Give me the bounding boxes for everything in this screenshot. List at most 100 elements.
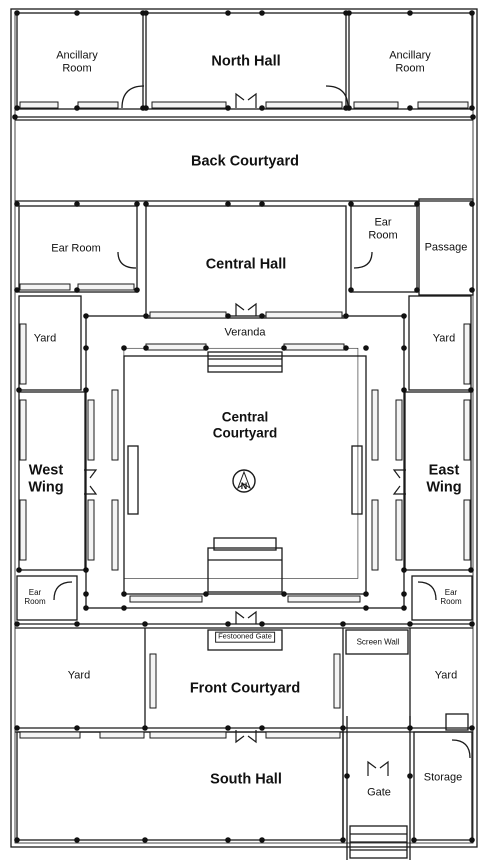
label-yard-left: Yard [33,332,57,345]
label-yard-front-right: Yard [434,669,458,682]
column-dot [121,345,127,351]
wall-seg [371,389,379,461]
wall-seg [287,595,361,603]
column-dot [407,621,413,627]
wall-seg [19,323,27,385]
column-dot [134,201,140,207]
column-dot [225,725,231,731]
column-dot [363,605,369,611]
door-south-hall [235,730,257,744]
column-dot [14,105,20,111]
column-dot [343,345,349,351]
column-dot [142,837,148,843]
wall-seg [395,499,403,561]
door-arc-ear-right [353,251,373,269]
wall-seg [145,343,207,351]
column-dot [225,621,231,627]
column-dot [16,567,22,573]
label-central-hall: Central Hall [205,256,287,273]
east-bench [351,445,363,515]
column-dot [121,591,127,597]
column-dot [363,345,369,351]
column-dot [225,105,231,111]
wall-seg [77,101,119,109]
column-dot [143,105,149,111]
column-dot [407,725,413,731]
column-dot [16,387,22,393]
column-dot [407,773,413,779]
column-dot [281,591,287,597]
column-dot [469,201,475,207]
column-dot [468,387,474,393]
column-dot [203,345,209,351]
column-dot [83,345,89,351]
storage [413,731,473,841]
column-dot [83,387,89,393]
door-arc-se [417,581,437,601]
outer-wall [10,8,478,848]
wall-seg [111,499,119,571]
column-dot [346,105,352,111]
wall-seg [151,101,227,109]
column-dot [401,313,407,319]
wall-seg [111,389,119,461]
column-dot [14,10,20,16]
column-dot [363,591,369,597]
compass-label: N [240,480,248,491]
column-dot [469,725,475,731]
column-dot [74,105,80,111]
column-dot [203,591,209,597]
label-front-courtyard: Front Courtyard [189,680,301,697]
column-dot [74,201,80,207]
column-dot [74,287,80,293]
ancillary-room-left [16,12,144,110]
column-dot [340,621,346,627]
compass-icon [232,469,256,493]
column-dot [143,345,149,351]
north-hall [145,12,347,110]
festooned-gate-block [207,629,283,651]
column-dot [470,114,476,120]
storage-entry [445,713,469,731]
label-storage: Storage [423,771,463,784]
column-dot [83,605,89,611]
column-dot [259,725,265,731]
wall-seg [87,499,95,561]
column-dot [469,105,475,111]
column-dot [225,10,231,16]
label-yard-front-left: Yard [67,669,91,682]
column-dot [259,313,265,319]
west-bench [127,445,139,515]
wall-seg [149,653,157,709]
label-passage: Passage [424,241,468,254]
wall-seg [87,399,95,461]
east-wing [404,391,472,571]
column-dot [143,313,149,319]
column-dot [83,313,89,319]
north-steps [207,351,283,373]
column-dot [281,345,287,351]
south-steps-top [213,537,277,551]
door-gate [367,760,389,776]
south-steps [207,547,283,593]
column-dot [12,114,18,120]
column-dot [225,313,231,319]
label-veranda: Veranda [224,326,266,339]
wall-seg [19,499,27,561]
yard-left-box [18,295,82,391]
wall-seg [265,311,343,319]
column-dot [340,725,346,731]
column-dot [142,621,148,627]
column-dot [469,837,475,843]
column-dot [340,837,346,843]
west-wing [18,391,86,571]
column-dot [469,287,475,293]
door-arc-nw [121,85,145,109]
column-dot [414,287,420,293]
column-dot [411,837,417,843]
